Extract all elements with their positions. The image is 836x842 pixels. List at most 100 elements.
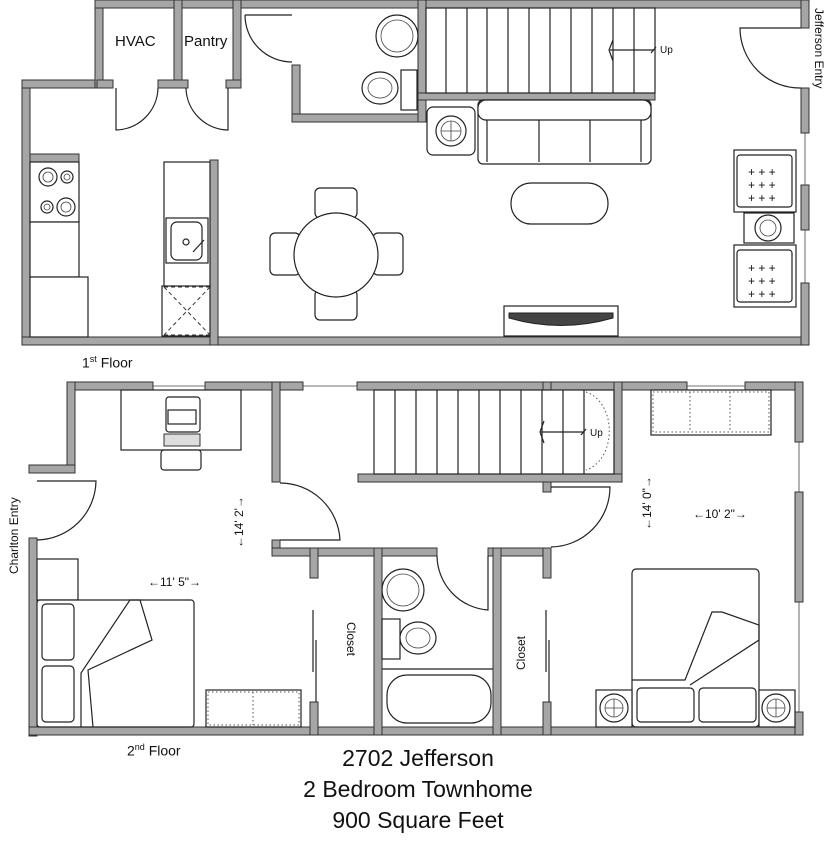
wall xyxy=(417,0,427,123)
wall xyxy=(800,0,810,29)
wall xyxy=(209,159,219,346)
bedroom-1-door[interactable] xyxy=(279,482,341,541)
wall xyxy=(94,0,810,9)
svg-text:+ + +: + + + xyxy=(748,165,776,179)
wall xyxy=(66,381,76,469)
bathroom-2-door[interactable] xyxy=(436,555,489,611)
closet-1-label: Closet xyxy=(344,622,358,657)
closet-2-label: Closet xyxy=(514,635,528,670)
sink-icon xyxy=(381,568,425,612)
wall xyxy=(356,381,688,391)
room-label-hvac: HVAC xyxy=(115,33,156,50)
toilet-icon xyxy=(399,621,437,655)
wall xyxy=(309,547,319,579)
wall xyxy=(542,547,552,579)
charlton-entry-door[interactable] xyxy=(36,480,97,541)
dresser-2 xyxy=(650,389,772,436)
stairs-floor-1[interactable] xyxy=(425,7,657,94)
wall xyxy=(794,711,804,736)
wall xyxy=(96,79,114,89)
bedroom-2-door[interactable] xyxy=(550,486,611,548)
dresser-1 xyxy=(205,689,302,728)
wall xyxy=(800,282,810,346)
floor-2-text: Floor xyxy=(144,742,181,759)
wall xyxy=(157,79,189,89)
floor-2-label: 2nd Floor xyxy=(127,742,181,759)
wall xyxy=(309,701,319,736)
wall xyxy=(271,547,438,557)
stairs-floor-2[interactable] xyxy=(373,389,615,475)
bedroom-2-width: ←10' 2"→ xyxy=(693,507,747,521)
jefferson-entry-label: Jefferson Entry xyxy=(812,8,826,88)
wall xyxy=(417,92,656,101)
wall xyxy=(800,184,810,231)
bedroom-2-depth: ←14' 0"→ xyxy=(640,476,654,530)
wall xyxy=(173,0,183,89)
up-arrow-icon xyxy=(539,420,587,444)
toilet-bowl xyxy=(367,77,393,99)
nightstand-fan-icons xyxy=(595,689,796,728)
floor-2-suffix: nd xyxy=(134,742,145,752)
coffee-table xyxy=(510,182,609,225)
floor-1-suffix: st xyxy=(89,354,97,364)
wall xyxy=(291,113,423,123)
wall xyxy=(613,381,623,483)
sink-basin xyxy=(380,19,414,53)
toilet-icon xyxy=(361,71,399,105)
bedroom-1-depth: ←14' 2'→ xyxy=(232,496,246,548)
wall xyxy=(28,726,804,736)
bathroom-2 xyxy=(381,568,493,724)
square-footage: 900 Square Feet xyxy=(332,807,504,833)
refrigerator-icon xyxy=(29,276,89,338)
wall xyxy=(373,547,383,736)
bathroom-door[interactable] xyxy=(244,14,293,63)
wall xyxy=(94,0,104,89)
wall xyxy=(21,79,98,89)
bedroom-1-width: ←11' 5"→ xyxy=(148,575,201,589)
wall xyxy=(28,464,76,474)
svg-text:+ + +: + + + xyxy=(748,287,776,301)
desk xyxy=(120,389,242,471)
wall xyxy=(232,0,242,89)
stairs-up-label: Up xyxy=(660,45,673,56)
unit-type: 2 Bedroom Townhome xyxy=(303,776,533,802)
wall xyxy=(744,381,804,391)
wall xyxy=(800,87,810,134)
pantry-door[interactable] xyxy=(185,87,229,131)
svg-text:+ + +: + + + xyxy=(748,178,776,192)
wall xyxy=(29,153,80,163)
floor-1-plan: Up + + + + + + + + + + + + xyxy=(21,0,826,346)
wall xyxy=(291,64,301,123)
wall xyxy=(542,701,552,736)
hvac-door[interactable] xyxy=(115,87,159,131)
up-arrow-icon xyxy=(608,39,657,62)
fan-icon xyxy=(435,115,467,147)
floor-2-number: 2 xyxy=(127,742,135,759)
charlton-entry-label: Charlton Entry xyxy=(7,497,21,574)
counter xyxy=(29,221,80,278)
floor-1-label: 1st Floor xyxy=(82,354,133,371)
address-title: 2702 Jefferson xyxy=(342,745,494,771)
svg-text:+ + +: + + + xyxy=(748,274,776,288)
jefferson-entry-door[interactable] xyxy=(739,27,802,89)
kitchen xyxy=(29,161,211,338)
wall xyxy=(28,537,38,737)
wall xyxy=(21,79,31,346)
wall xyxy=(66,381,154,391)
wall xyxy=(225,79,242,89)
nightstand xyxy=(36,558,79,601)
stairs-up-label-2: Up xyxy=(590,428,603,439)
sink-icon xyxy=(375,14,419,58)
floor-1-number: 1 xyxy=(82,354,90,371)
armchairs: + + + + + + + + + + + + + + + + + + xyxy=(733,149,797,308)
dining-table xyxy=(269,187,404,321)
room-label-pantry: Pantry xyxy=(184,33,228,50)
title-block: 2702 Jefferson 2 Bedroom Townhome 900 Sq… xyxy=(0,743,836,836)
wall xyxy=(492,547,502,736)
dishwasher-icon xyxy=(161,285,211,337)
bed-1 xyxy=(36,599,195,728)
bed-2 xyxy=(631,568,760,728)
wall xyxy=(204,381,304,391)
wall xyxy=(271,381,281,483)
